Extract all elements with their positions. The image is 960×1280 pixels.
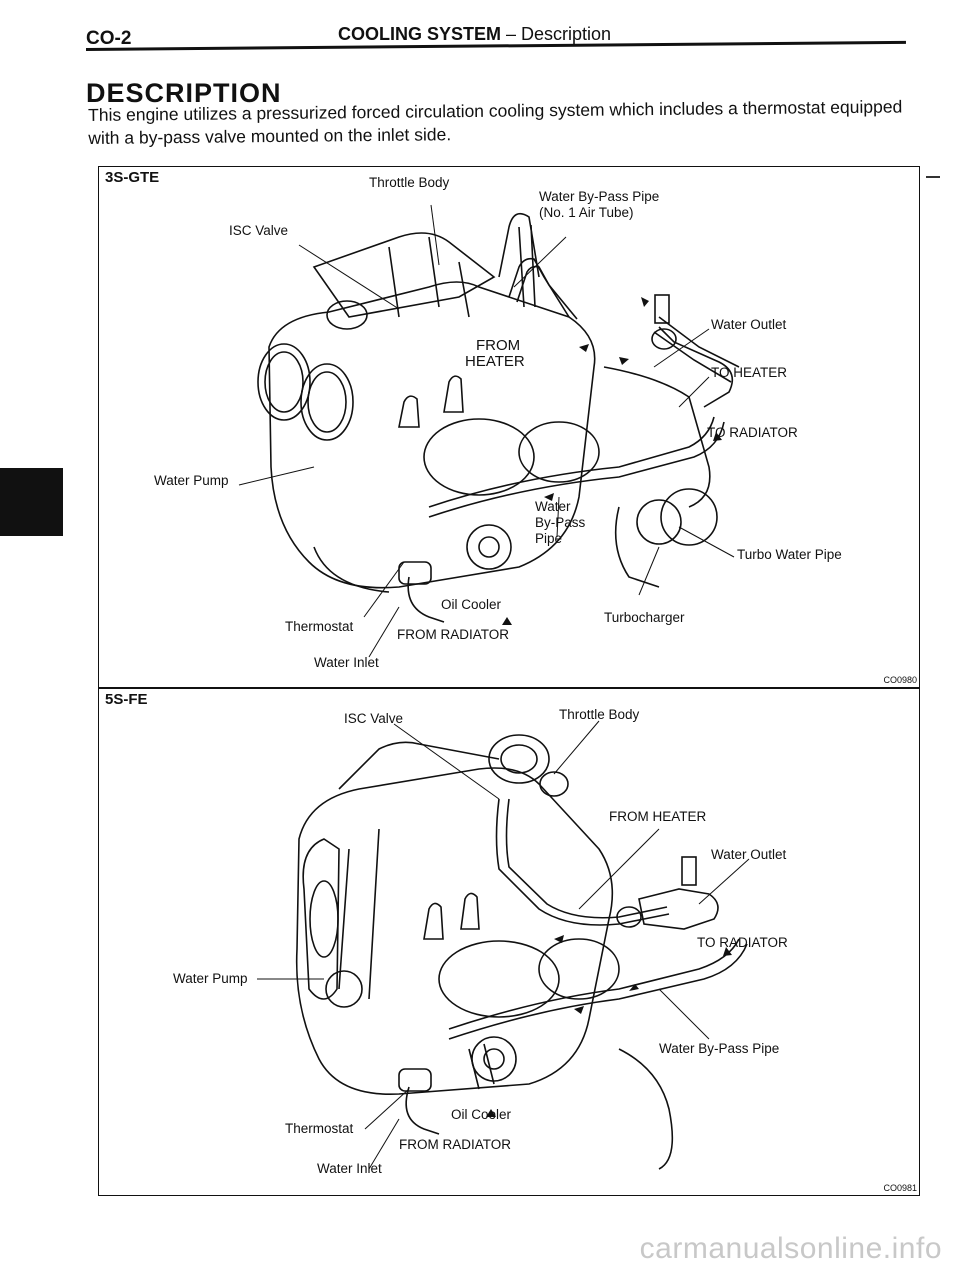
label-bypass-bypass: By-Pass (535, 515, 586, 530)
thermostat-oil-cooler (313, 524, 512, 623)
description-heading: DESCRIPTION (86, 78, 282, 108)
flow-arrows (486, 935, 732, 1117)
label-from-radiator: FROM RADIATOR (397, 627, 510, 642)
figure-3s-gte: 3S-GTE Throttle Body Water By-Pass Pipe … (98, 166, 920, 688)
label-turbo-water-pipe: Turbo Water Pipe (737, 547, 842, 562)
label-to-radiator: TO RADIATOR (707, 425, 798, 440)
label-throttle-body: Throttle Body (369, 175, 450, 190)
water-outlet-housing (651, 294, 734, 408)
turbocharger-body (614, 488, 718, 588)
label-water-pump: Water Pump (154, 473, 229, 488)
figure-code-co0981: CO0981 (883, 1183, 917, 1193)
watermark: carmanualsonline.info (639, 1232, 942, 1265)
label-thermostat: Thermostat (285, 1121, 354, 1136)
leader-lines (238, 204, 735, 658)
label-throttle-body: Throttle Body (559, 707, 640, 722)
label-turbocharger: Turbocharger (604, 610, 685, 625)
description-body: This engine utilizes a pressurized force… (88, 96, 903, 148)
timing-belt-cover (302, 838, 363, 1008)
label-isc-valve: ISC Valve (344, 711, 404, 726)
section-title: COOLING SYSTEM – Description (338, 24, 611, 45)
section-tab-marker (0, 468, 63, 536)
engine-label-5s-fe: 5S-FE (105, 691, 148, 708)
label-from-heater-line2: HEATER (465, 353, 525, 370)
label-water-outlet: Water Outlet (711, 847, 787, 862)
coolant-pipes (428, 257, 740, 518)
label-water-inlet: Water Inlet (317, 1161, 382, 1176)
section-title-rest: – Description (501, 24, 612, 44)
margin-dash (926, 176, 940, 178)
label-bypass-pipe: Pipe (535, 531, 563, 546)
label-bypass-water: Water (535, 499, 571, 514)
engine-label-3s-gte: 3S-GTE (105, 169, 160, 186)
label-water-outlet: Water Outlet (711, 317, 787, 332)
figure-code-co0980: CO0980 (883, 675, 917, 685)
label-oil-cooler: Oil Cooler (451, 1107, 512, 1122)
timing-pulleys (257, 300, 368, 441)
page-code: CO-2 (86, 28, 132, 49)
label-no1-air-tube: (No. 1 Air Tube) (539, 205, 634, 220)
label-to-radiator: TO RADIATOR (697, 935, 788, 950)
label-water-bypass-pipe: Water By-Pass Pipe (539, 189, 660, 204)
label-isc-valve: ISC Valve (229, 223, 289, 238)
figure-5s-fe: 5S-FE ISC Valve Throttle Body FROM HEATE… (98, 688, 920, 1196)
label-from-radiator: FROM RADIATOR (399, 1137, 512, 1152)
label-water-pump: Water Pump (173, 971, 248, 986)
label-from-heater-line1: FROM (476, 337, 521, 354)
label-water-bypass-pipe: Water By-Pass Pipe (659, 1041, 780, 1056)
label-water-inlet: Water Inlet (314, 655, 379, 670)
engine-illustration-5s-fe (257, 720, 750, 1170)
throttle-body-unit (488, 734, 569, 797)
label-to-heater: TO HEATER (711, 365, 788, 380)
water-outlet-housing (616, 856, 719, 930)
leader-lines (257, 720, 750, 1170)
engine-block-outline (295, 741, 674, 1170)
label-oil-cooler: Oil Cooler (441, 597, 502, 612)
label-from-heater: FROM HEATER (609, 809, 707, 824)
label-thermostat: Thermostat (285, 619, 354, 634)
flow-arrows (502, 297, 722, 625)
section-title-bold: COOLING SYSTEM (338, 24, 502, 44)
engine-illustration-3s-gte (238, 204, 740, 658)
thermostat-oil-cooler (398, 1036, 517, 1135)
